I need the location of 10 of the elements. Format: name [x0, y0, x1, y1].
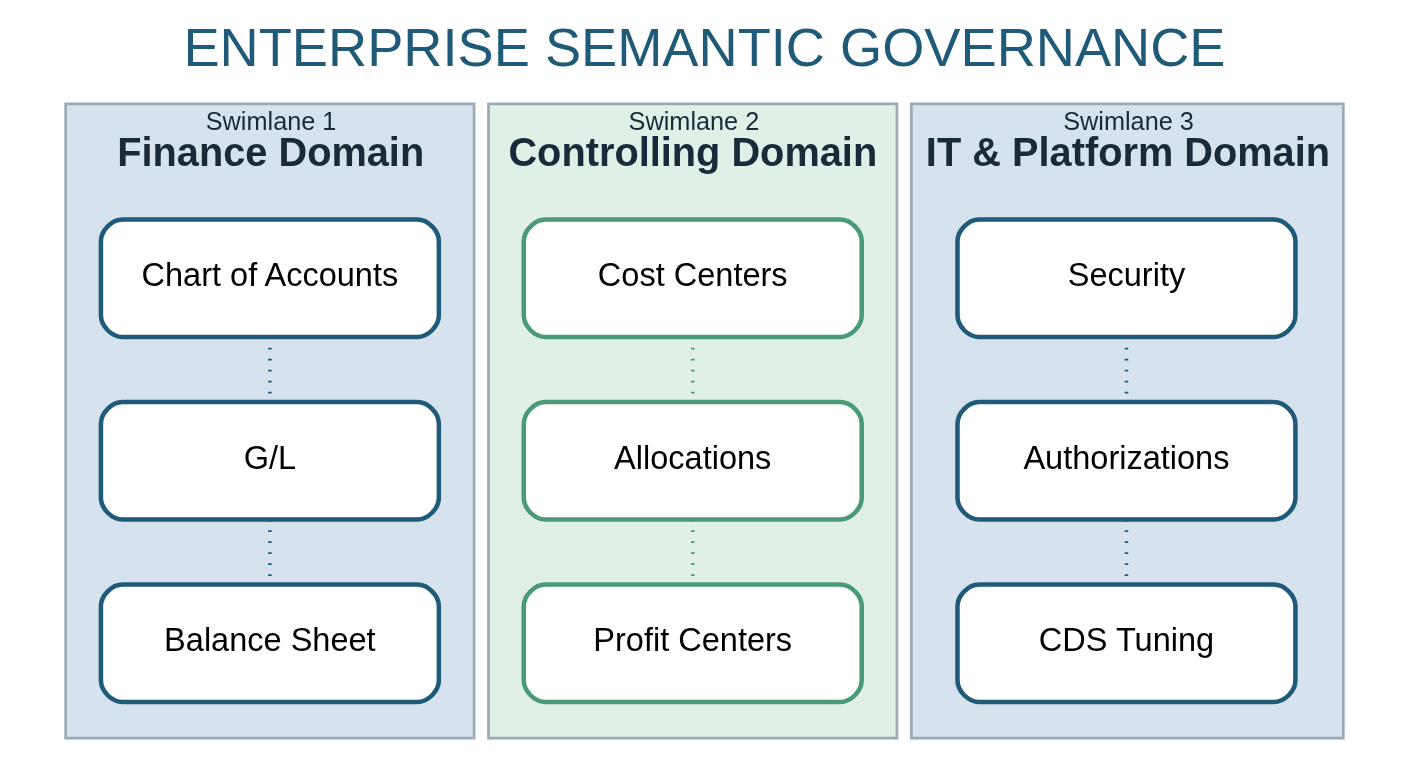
node-box: Allocations	[521, 399, 864, 522]
node-box: Balance Sheet	[98, 582, 441, 705]
node-box: Security	[954, 217, 1298, 340]
node-box: Authorizations	[954, 399, 1298, 522]
node-box: CDS Tuning	[954, 582, 1298, 705]
node-box: Cost Centers	[521, 217, 864, 340]
diagram-title: ENTERPRISE SEMANTIC GOVERNANCE	[182, 16, 1226, 77]
node-box: Profit Centers	[521, 582, 864, 705]
node-box: Chart of Accounts	[98, 217, 441, 340]
node-box: G/L	[98, 399, 441, 522]
